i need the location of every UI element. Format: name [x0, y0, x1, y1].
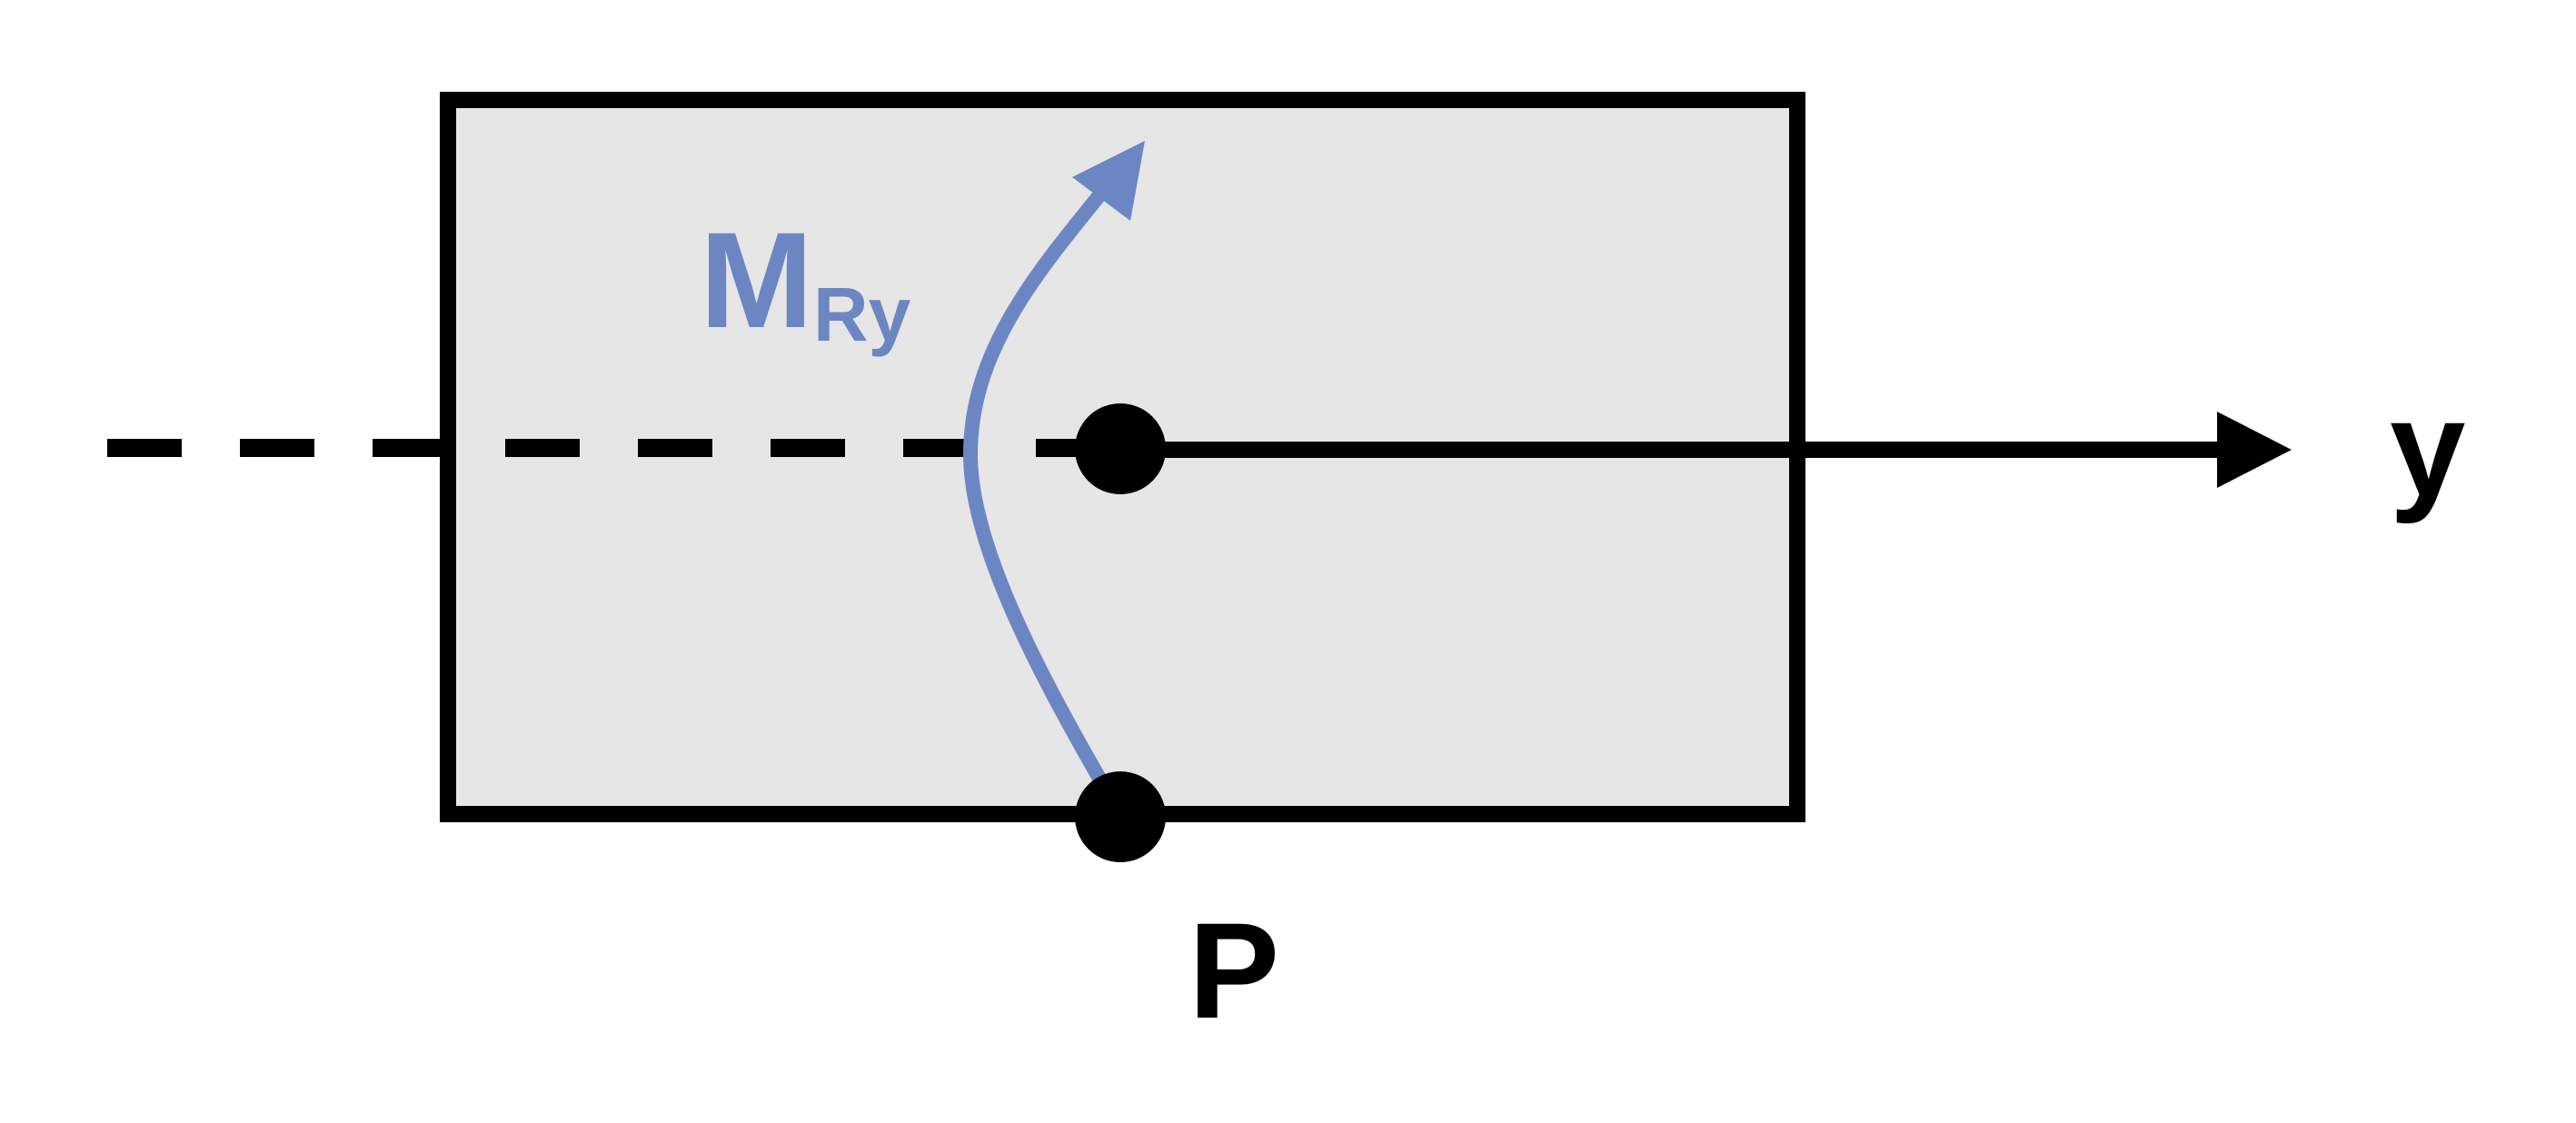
point-label-p: P — [1189, 894, 1279, 1047]
axis-label-y: y — [2390, 372, 2465, 524]
axis-point — [1075, 403, 1166, 494]
moment-label: MRy — [700, 204, 911, 357]
moment-label-subscript: Ry — [813, 272, 911, 357]
point-p-marker — [1075, 771, 1166, 862]
moment-arrow-curve — [962, 174, 1118, 790]
axis-arrowhead — [2217, 412, 2292, 488]
moment-label-main: M — [700, 204, 813, 356]
moment-arrowhead — [1072, 141, 1145, 221]
